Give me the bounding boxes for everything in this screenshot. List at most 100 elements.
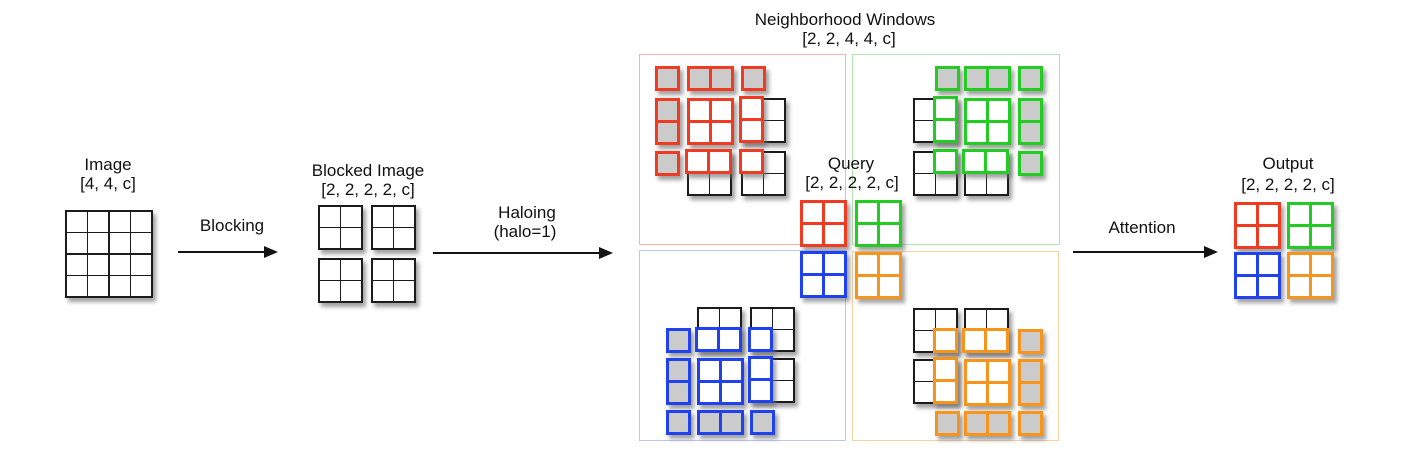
halo-tile-bottom-right-6-cell bbox=[1021, 384, 1040, 403]
query-grid-orange-cell bbox=[880, 277, 899, 296]
halo-tile-bottom-right-3 bbox=[1018, 329, 1043, 354]
halo-tile-top-left-5-cell bbox=[690, 101, 709, 120]
halo-tile-top-left-8-neighbor-block-cell bbox=[710, 174, 730, 194]
query-grid-green-cell bbox=[880, 203, 899, 222]
blocked-image-block-2 bbox=[371, 205, 416, 250]
halo-tile-bottom-left-9-cell bbox=[753, 413, 772, 432]
halo-tile-top-right-7-neighbor-block-cell bbox=[914, 174, 935, 194]
halo-tile-bottom-left-5 bbox=[697, 358, 744, 405]
halo-tile-top-right-7-window-cells-cell bbox=[935, 152, 955, 171]
halo-tile-bottom-right-6-cell bbox=[1021, 362, 1040, 381]
halo-tile-top-right-6 bbox=[1018, 98, 1043, 145]
halo-tile-bottom-right-2-window-cells-cell bbox=[987, 330, 1006, 350]
halo-tile-bottom-left-1-neighbor-block-cell bbox=[720, 308, 740, 329]
blocked-image-block-2-cell bbox=[372, 228, 393, 248]
halo-tile-bottom-right-4-neighbor-block-cell bbox=[914, 360, 935, 381]
halo-tile-bottom-left-5-cell bbox=[700, 383, 719, 402]
halo-tile-top-right-8-window-cells bbox=[962, 149, 1009, 174]
halo-tile-bottom-left-4 bbox=[666, 358, 691, 405]
halo-tile-bottom-right-8-cell bbox=[989, 414, 1008, 433]
image-grid-cell bbox=[88, 254, 108, 275]
halo-tile-bottom-left-1-window-cells-cell bbox=[698, 329, 717, 349]
output-grid-orange-cell bbox=[1312, 277, 1331, 296]
blocked-image-block-1-cell bbox=[341, 228, 361, 248]
window-box-bottom-left bbox=[639, 250, 846, 441]
halo-tile-bottom-left-4-cell bbox=[669, 383, 688, 402]
halo-tile-top-right-6-cell bbox=[1021, 123, 1040, 142]
blocked-image-block-4-cell bbox=[394, 281, 414, 301]
halo-tile-bottom-right-1-neighbor-block-cell bbox=[914, 309, 935, 330]
output-grid-orange-cell bbox=[1290, 277, 1309, 296]
halo-tile-bottom-left-8 bbox=[697, 410, 744, 435]
halo-tile-top-left-1 bbox=[655, 66, 680, 91]
halo-tile-bottom-right-2-neighbor-block-cell bbox=[965, 309, 986, 330]
query-grid-red-cell bbox=[825, 203, 844, 222]
output-dims: [2, 2, 2, 2, c] bbox=[1241, 175, 1335, 194]
window-box-top-left bbox=[639, 54, 846, 245]
halo-tile-top-right-5-cell bbox=[989, 123, 1008, 142]
query-grid-orange-cell bbox=[858, 255, 877, 274]
halo-tile-bottom-right-4-window-cells-cell bbox=[935, 360, 955, 379]
blocked-image-block-3 bbox=[318, 258, 363, 303]
halo-tile-top-right-9-cell bbox=[1021, 154, 1040, 173]
halo-tile-top-left-5-cell bbox=[712, 123, 731, 142]
halo-tile-bottom-left-2-window-cells bbox=[748, 326, 773, 352]
halo-tile-bottom-left-8-cell bbox=[700, 413, 719, 432]
halo-tile-bottom-left-6-window-cells-cell bbox=[751, 359, 770, 378]
halo-tile-bottom-left-3-cell bbox=[669, 331, 688, 350]
halo-tile-top-left-5-cell bbox=[690, 123, 709, 142]
image-grid-cell bbox=[66, 211, 87, 232]
halo-tile-top-left-9-neighbor-block-cell bbox=[764, 152, 784, 173]
query-grid-green-cell bbox=[880, 225, 899, 244]
query-grid-red-cell bbox=[825, 225, 844, 244]
halo-tile-top-right-2-cell bbox=[989, 69, 1008, 88]
halo-tile-top-right-3 bbox=[1018, 66, 1043, 91]
halo-tile-top-right-6-cell bbox=[1021, 101, 1040, 120]
halo-tile-top-right-4-neighbor-block-cell bbox=[914, 99, 935, 120]
output-grid-orange bbox=[1287, 252, 1334, 299]
halo-tile-top-left-7-cell bbox=[658, 154, 677, 173]
output-grid-orange-cell bbox=[1312, 255, 1331, 274]
halo-tile-bottom-right-4-window-cells-cell bbox=[935, 382, 955, 401]
query-dims: [2, 2, 2, 2, c] bbox=[805, 173, 899, 192]
halo-tile-top-right-8-window-cells-cell bbox=[987, 152, 1006, 171]
halo-tile-top-right-2-cell bbox=[967, 69, 986, 88]
halo-tile-bottom-right-3-cell bbox=[1021, 332, 1040, 351]
image-grid-cell bbox=[66, 254, 87, 275]
output-grid-red-cell bbox=[1259, 227, 1278, 246]
neighborhood-windows-title: Neighborhood Windows bbox=[754, 10, 936, 29]
attention-arrow-head-icon bbox=[1204, 246, 1218, 258]
halo-tile-top-right-9 bbox=[1018, 151, 1043, 176]
halo-tile-bottom-right-5-cell bbox=[989, 362, 1008, 381]
halo-tile-bottom-right-5-cell bbox=[967, 362, 986, 381]
output-grid-blue-cell bbox=[1259, 255, 1278, 274]
halo-tile-bottom-left-2-neighbor-block-cell bbox=[773, 308, 793, 329]
halo-tile-bottom-left-2-window-cells-cell bbox=[751, 329, 770, 349]
blocked-image-title: Blocked Image bbox=[311, 161, 425, 180]
query-grid-red-cell bbox=[803, 225, 822, 244]
halo-tile-bottom-right-9 bbox=[1018, 411, 1043, 436]
halo-tile-bottom-left-1-window-cells bbox=[695, 326, 742, 352]
halo-tile-top-left-4-cell bbox=[658, 123, 677, 142]
neighborhood-windows-dims: [2, 2, 4, 4, c] bbox=[802, 29, 896, 48]
halo-tile-top-left-3-cell bbox=[744, 69, 763, 88]
image-grid-cell bbox=[109, 233, 130, 253]
halo-tile-top-left-2-cell bbox=[690, 69, 709, 88]
halo-tile-top-left-6-window-cells-cell bbox=[742, 99, 761, 118]
halo-tile-top-left-7 bbox=[655, 151, 680, 176]
halo-tile-top-right-8-window-cells-cell bbox=[965, 152, 984, 171]
blocked-image-block-1-cell bbox=[319, 206, 340, 227]
image-grid bbox=[65, 210, 153, 298]
output-title: Output bbox=[1262, 154, 1314, 173]
halo-tile-top-right-4-window-cells bbox=[932, 96, 958, 143]
output-grid-green-cell bbox=[1312, 205, 1331, 224]
image-grid-cell bbox=[66, 233, 87, 253]
halo-tile-bottom-left-1-window-cells-cell bbox=[720, 329, 739, 349]
image-grid-cell bbox=[109, 254, 130, 275]
halo-tile-top-left-4 bbox=[655, 98, 680, 145]
image-grid-cell bbox=[109, 276, 130, 296]
halo-tile-top-left-9-neighbor-block-cell bbox=[764, 174, 784, 194]
output-grid-orange-cell bbox=[1290, 255, 1309, 274]
image-grid-cell bbox=[131, 211, 151, 232]
halo-tile-bottom-right-2-window-cells bbox=[962, 327, 1009, 353]
